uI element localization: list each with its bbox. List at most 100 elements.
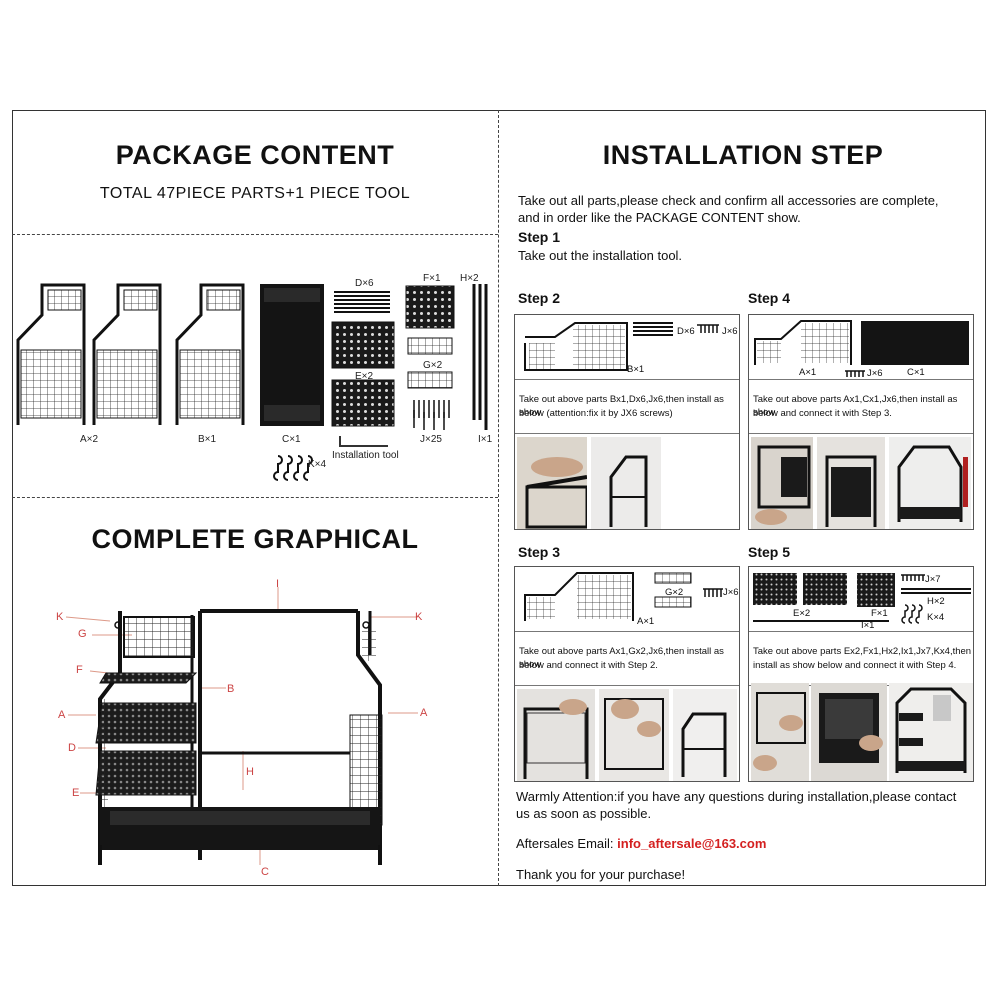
document-frame — [12, 110, 986, 886]
step2-title: Step 2 — [518, 290, 561, 306]
step4-photo-1 — [751, 437, 813, 529]
part-tool — [339, 436, 388, 447]
step3-label-a: A×1 — [637, 616, 655, 627]
step5-label-j: J×7 — [925, 574, 941, 585]
step3-text-line2: below and connect it with Step 2. — [519, 660, 658, 671]
step3-text-line1: Take out above parts Ax1,Gx2,Jx6,then in… — [519, 646, 724, 670]
step3-panel: G×2 J×6 A×1 Take out above parts Ax1,Gx2… — [514, 566, 740, 782]
part-g-basket-1 — [407, 337, 453, 355]
step5-label-e: E×2 — [793, 608, 811, 619]
divider-package — [12, 234, 498, 235]
callout-a-left: A — [58, 709, 66, 721]
email-label: Aftersales Email: — [516, 836, 618, 851]
step5-label-f: F×1 — [871, 608, 888, 619]
step3-photo-1 — [517, 689, 595, 781]
attention-line-1: Warmly Attention:if you have any questio… — [516, 789, 957, 804]
step1-title: Step 1 — [518, 229, 561, 245]
part-a-frame-1 — [16, 283, 86, 425]
part-b-frame — [175, 283, 245, 425]
callout-g: G — [78, 628, 87, 640]
package-content-title: PACKAGE CONTENT — [115, 140, 395, 170]
attention-line-2: us as soon as possible. — [516, 806, 652, 821]
part-f-plate — [405, 285, 455, 329]
complete-graphical-title: COMPLETE GRAPHICAL — [91, 524, 419, 554]
step3-label-g: G×2 — [665, 587, 684, 598]
part-d-rods — [334, 291, 390, 313]
callout-h: H — [246, 766, 254, 778]
step5-photo-2 — [811, 683, 887, 781]
callout-b: B — [227, 683, 235, 695]
label-installation-tool: Installation tool — [332, 450, 399, 461]
step5-label-k: K×4 — [927, 612, 945, 623]
callout-c: C — [261, 866, 269, 878]
aftersales-email: Aftersales Email: info_aftersale@163.com — [516, 835, 766, 852]
step3-title: Step 3 — [518, 544, 561, 560]
step2-parts-drawing — [524, 322, 719, 371]
step4-photo-2 — [817, 437, 885, 529]
step5-label-h: H×2 — [927, 596, 945, 607]
thank-you-text: Thank you for your purchase! — [516, 867, 686, 882]
step4-label-a: A×1 — [799, 367, 817, 378]
callout-a-right: A — [420, 707, 428, 719]
step2-text-line1: Take out above parts Bx1,Dx6,Jx6,then in… — [519, 394, 724, 418]
step2-label-d: D×6 — [677, 326, 695, 337]
email-link[interactable]: info_aftersale@163.com — [617, 836, 767, 851]
step4-parts-drawing — [754, 320, 969, 377]
label-part-b: B×1 — [198, 434, 217, 445]
step5-text-line2: install as show below and connect it wit… — [753, 660, 957, 671]
package-content-subtitle: TOTAL 47PIECE PARTS+1 PIECE TOOL — [99, 185, 411, 202]
step2-photo-1 — [517, 437, 587, 529]
label-part-f: F×1 — [423, 273, 441, 284]
assembled-rack-illustration — [65, 587, 418, 865]
label-part-k: K×4 — [308, 459, 327, 470]
callout-d: D — [68, 742, 76, 754]
label-part-c: C×1 — [282, 434, 301, 445]
step4-text-line2: below and connect it with Step 3. — [753, 408, 892, 419]
label-part-e: E×2 — [355, 371, 374, 382]
step4-panel: A×1 J×6 C×1 Take out above parts Ax1,Cx1… — [748, 314, 974, 530]
callout-e: E — [72, 787, 80, 799]
callout-f: F — [76, 664, 83, 676]
callout-i: I — [276, 578, 280, 590]
step4-title: Step 4 — [748, 290, 791, 306]
step5-photo-3 — [889, 683, 973, 781]
step2-label-b: B×1 — [627, 364, 645, 375]
callout-k-left: K — [56, 611, 64, 623]
step4-photo-3 — [889, 437, 971, 529]
intro-line-1: Take out all parts,please check and conf… — [518, 193, 939, 208]
label-part-g: G×2 — [423, 360, 443, 371]
step5-parts-drawing — [753, 573, 971, 624]
step2-photo-2 — [591, 437, 661, 529]
center-divider — [498, 110, 499, 886]
step5-title: Step 5 — [748, 544, 791, 560]
label-part-h: H×2 — [460, 273, 479, 284]
label-part-i: I×1 — [478, 434, 493, 445]
label-part-d: D×6 — [355, 278, 374, 289]
step5-photo-1 — [751, 683, 809, 781]
label-part-a: A×2 — [80, 434, 99, 445]
part-g-basket-2 — [407, 371, 453, 389]
step4-label-j: J×6 — [867, 368, 883, 379]
step2-text-line2: below (attention:fix it by JX6 screws) — [519, 408, 673, 419]
parts-illustration — [16, 283, 488, 481]
part-j-screws — [413, 400, 450, 430]
divider-complete — [12, 497, 498, 498]
part-c-panel — [260, 284, 324, 426]
step3-photo-2 — [599, 689, 669, 781]
intro-line-2: and in order like the PACKAGE CONTENT sh… — [518, 210, 801, 225]
step2-label-j: J×6 — [722, 326, 738, 337]
part-a-frame-2 — [92, 283, 162, 425]
step2-panel: D×6 J×6 B×1 Take out above parts Bx1,Dx6… — [514, 314, 740, 530]
step3-label-j: J×6 — [723, 587, 739, 598]
step4-label-c: C×1 — [907, 367, 925, 378]
step3-photo-3 — [673, 689, 737, 781]
step5-text-line1: Take out above parts Ex2,Fx1,Hx2,Ix1,Jx7… — [753, 646, 972, 657]
step1-text: Take out the installation tool. — [518, 248, 683, 263]
callout-k-right: K — [415, 611, 423, 623]
step5-panel: E×2 F×1 I×1 J×7 H×2 K×4 Take out above p… — [748, 566, 974, 782]
part-k-hooks — [273, 455, 313, 481]
step3-parts-drawing — [524, 572, 723, 621]
step5-label-i: I×1 — [861, 620, 875, 631]
label-part-j: J×25 — [420, 434, 442, 445]
step4-text-line1: Take out above parts Ax1,Cx1,Jx6,then in… — [753, 394, 958, 418]
